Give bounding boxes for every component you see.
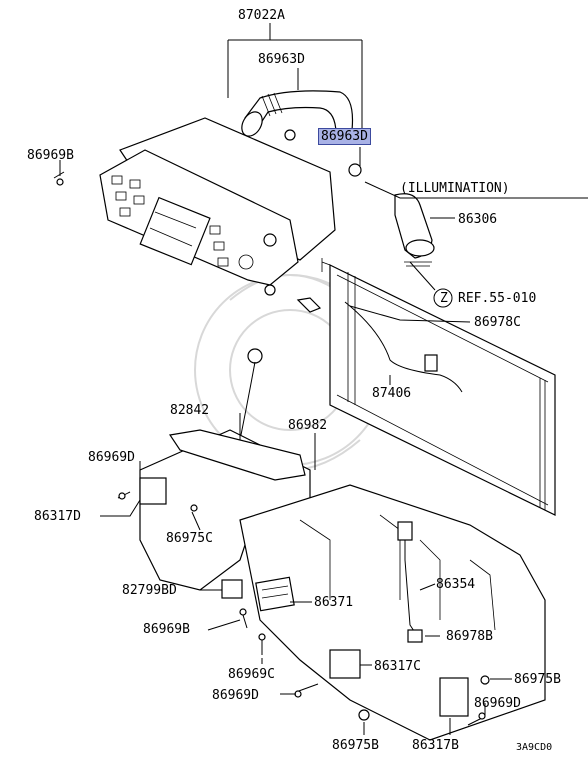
label-82799BD: 82799BD	[122, 583, 177, 598]
label-87406: 87406	[372, 386, 412, 401]
label-86354: 86354	[436, 577, 476, 592]
label-illumination: (ILLUMINATION)	[400, 181, 510, 196]
diagram-code: 3A9CD0	[516, 742, 553, 753]
label-86978B: 86978B	[446, 629, 493, 644]
hvac-housing	[139, 429, 546, 741]
resistor-86371	[255, 576, 295, 612]
label-87022A: 87022A	[238, 8, 285, 23]
label-86969B-bottom: 86969B	[143, 622, 190, 637]
label-86978C: 86978C	[474, 315, 521, 330]
label-86317C: 86317C	[374, 659, 421, 674]
label-86975B-bottom: 86975B	[332, 738, 379, 753]
condenser-panel	[321, 258, 556, 516]
duct-86306	[394, 193, 435, 267]
label-86371: 86371	[314, 595, 354, 610]
label-86306: 86306	[458, 212, 498, 227]
label-86969C: 86969C	[228, 667, 275, 682]
label-86975C: 86975C	[166, 531, 213, 546]
label-86975B-right: 86975B	[514, 672, 561, 687]
label-86969D-left: 86969D	[88, 450, 135, 465]
control-panel-assembly	[99, 117, 336, 296]
aspirator-hose	[241, 90, 362, 177]
label-86982: 86982	[288, 418, 328, 433]
reference-circle	[433, 288, 453, 308]
label-86969B-top: 86969B	[27, 148, 74, 163]
actuator-86317C	[329, 649, 361, 679]
label-86969D-right: 86969D	[474, 696, 521, 711]
reference-z: Z	[440, 291, 448, 306]
actuator-86317B	[439, 677, 469, 717]
label-86317B: 86317B	[412, 738, 459, 753]
label-86969D-bottom: 86969D	[212, 688, 259, 703]
actuator-86317D	[139, 477, 167, 505]
label-86317D: 86317D	[34, 509, 81, 524]
leader-lines	[59, 23, 588, 735]
sensor-82799BD	[221, 579, 243, 599]
label-ref: REF.55-010	[458, 291, 537, 306]
label-82842: 82842	[170, 403, 210, 418]
label-86963D-highlighted[interactable]: 86963D	[318, 128, 371, 145]
label-86963D-top: 86963D	[258, 52, 305, 67]
